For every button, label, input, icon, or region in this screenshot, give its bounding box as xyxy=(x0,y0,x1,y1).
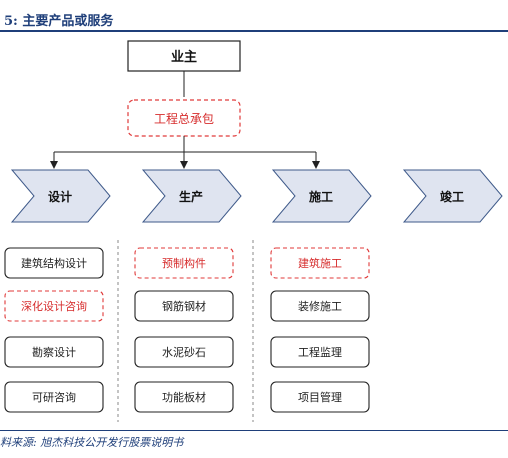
figure-title: 5: 主要产品或服务 xyxy=(4,14,114,29)
service-box xyxy=(134,381,234,413)
stage-chevron-design xyxy=(10,169,111,223)
service-label: 装修施工 xyxy=(298,299,342,313)
service-box xyxy=(4,381,104,413)
title-divider xyxy=(0,30,508,32)
contractor-label: 工程总承包 xyxy=(154,111,214,126)
service-box xyxy=(4,290,104,322)
service-box xyxy=(270,247,370,279)
service-box xyxy=(134,247,234,279)
service-label: 钢筋钢材 xyxy=(162,299,206,313)
stage-label-design: 设计 xyxy=(48,189,72,204)
service-box xyxy=(134,290,234,322)
owner-box xyxy=(127,40,241,72)
stage-chevron-completion xyxy=(402,169,503,223)
source-note: 料来源: 旭杰科技公开发行股票说明书 xyxy=(0,436,184,449)
service-box xyxy=(134,336,234,368)
stage-chevron-production xyxy=(141,169,242,223)
service-label: 功能板材 xyxy=(162,390,206,404)
service-box xyxy=(4,247,104,279)
stage-label-production: 生产 xyxy=(179,189,203,204)
service-label: 建筑施工 xyxy=(298,256,342,270)
service-label: 预制构件 xyxy=(162,256,206,270)
service-label: 建筑结构设计 xyxy=(21,256,87,270)
owner-label: 业主 xyxy=(171,49,197,65)
service-label: 深化设计咨询 xyxy=(21,299,87,313)
stage-chevron-construction xyxy=(271,169,372,223)
service-box xyxy=(270,336,370,368)
footer-divider xyxy=(0,430,508,431)
service-label: 工程监理 xyxy=(298,346,342,359)
service-box xyxy=(4,336,104,368)
service-label: 可研咨询 xyxy=(32,390,76,404)
service-label: 勘察设计 xyxy=(32,345,76,359)
stage-label-completion: 竣工 xyxy=(440,189,464,204)
service-label: 项目管理 xyxy=(298,390,342,404)
service-box xyxy=(270,290,370,322)
stage-label-construction: 施工 xyxy=(309,189,333,204)
service-box xyxy=(270,381,370,413)
service-label: 水泥砂石 xyxy=(162,346,206,359)
